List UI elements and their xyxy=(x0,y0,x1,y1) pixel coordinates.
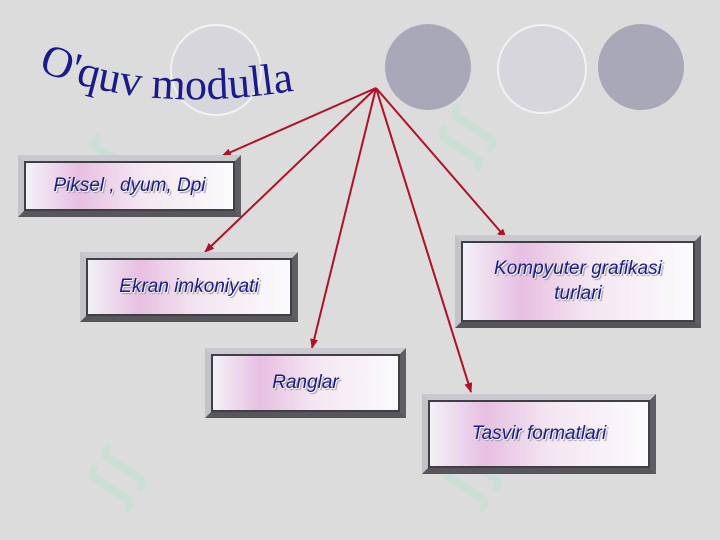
module-label: Ranglar xyxy=(272,371,339,393)
module-label: Piksel , dyum, Dpi xyxy=(53,174,206,196)
decor-circle xyxy=(598,24,684,110)
module-box-kompyuter: Kompyuter grafikasi turlari xyxy=(455,235,701,328)
slide-title: O'quv modullari xyxy=(29,0,306,118)
module-box-piksel: Piksel , dyum, Dpi xyxy=(18,155,241,217)
module-label: Kompyuter grafikasi turlari xyxy=(494,257,662,304)
arrow-to-ranglar xyxy=(310,87,377,349)
module-label: Tasvir formatlari xyxy=(471,422,607,444)
slide-title-text: O'quv modullari xyxy=(29,0,296,110)
module-label: Ekran imkoniyati xyxy=(119,275,259,297)
decor-circle xyxy=(385,24,471,110)
module-box-tasvir: Tasvir formatlari xyxy=(422,394,656,474)
module-box-ekran: Ekran imkoniyati xyxy=(80,252,298,322)
decor-circle xyxy=(497,24,587,114)
watermark-mark: ʃʃ xyxy=(72,436,156,513)
module-box-ranglar: Ranglar xyxy=(205,348,406,418)
